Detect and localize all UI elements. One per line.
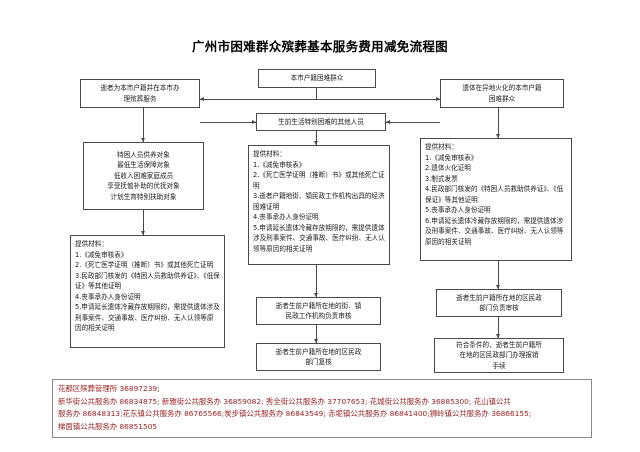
node-right-review: 逝者生前户籍所在地的区民政 部门负责审核 bbox=[436, 289, 562, 317]
node-top-right-line-0: 遗体在异地火化的本市户籍 bbox=[462, 84, 542, 92]
node-right-review-line-1: 部门负责审核 bbox=[479, 304, 519, 312]
page-title: 广州市困难群众殡葬基本服务费用减免流程图 bbox=[191, 39, 448, 54]
footer-contacts: 花都区殡葬管理所 36897239; 新华街公共服务办 86834875; 新雅… bbox=[52, 379, 592, 439]
node-center-recheck-line-1: 部门复核 bbox=[305, 358, 332, 366]
node-top-center-line-0: 本市户籍困难群众 bbox=[290, 74, 344, 83]
node-right-reimburse-line-1: 在地的区民政部门办理报销 bbox=[459, 351, 539, 360]
arrow-topleft-to-categories bbox=[140, 138, 145, 142]
node-center-review-line-0: 逝者生前户籍所在地的街、镇 bbox=[275, 301, 362, 310]
node-left-materials: 提供材料： 1.《减免审核表》 2.《死亡医学证明（推断）书》或其他死亡证明 3… bbox=[70, 235, 225, 348]
node-left-categories-line-3: 享受抚恤补助的优抚对象 bbox=[107, 182, 180, 191]
node-right-materials-heading: 提供材料： bbox=[425, 143, 458, 151]
node-center-materials: 提供材料： 1.《减免审核表》 2.《死亡医学证明（推断）书》或其他死亡证明 3… bbox=[248, 145, 390, 265]
connector-right-materials-to-review bbox=[498, 261, 499, 289]
arrow-other-to-center-materials bbox=[313, 141, 318, 145]
connector-center-review-to-recheck bbox=[316, 325, 317, 343]
connector-center-materials-to-review bbox=[316, 265, 317, 297]
connector-top-bus bbox=[143, 99, 498, 100]
node-center-review: 逝者生前户籍所在地的街、镇 民政工作机构负责审核 bbox=[256, 297, 381, 325]
node-center-recheck-line-0: 逝者生前户籍所在地的区民政 bbox=[275, 347, 362, 356]
connector-topcenter-down bbox=[316, 88, 317, 99]
connector-topright-to-right-materials bbox=[498, 108, 499, 138]
node-center-materials-item-0: 1.《减免审核表》 bbox=[253, 160, 306, 169]
node-right-materials-item-2: 3.制式发票 bbox=[425, 174, 458, 183]
node-center-materials-item-1: 2.《死亡医学证明（推断）书》或其他死亡证明 bbox=[253, 171, 385, 190]
node-center-review-line-1: 民政工作机构负责审核 bbox=[285, 312, 352, 320]
node-center-materials-item-4: 5.申请延长遗体冷藏存放期限的，需提供遗体涉及刑事案件、交通事故、医疗纠纷、无人… bbox=[253, 223, 385, 253]
node-top-right: 遗体在异地火化的本市户籍 困难群众 bbox=[440, 79, 564, 108]
arrow-right-review-to-reimburse bbox=[495, 334, 500, 338]
node-center-materials-heading: 提供材料： bbox=[253, 150, 286, 158]
node-left-materials-heading: 提供材料： bbox=[75, 240, 108, 248]
connector-to-top-right bbox=[400, 99, 440, 100]
node-left-materials-item-3: 4.丧事承办人身份证明 bbox=[75, 292, 141, 301]
node-top-left-line-1: 理殡葬服务 bbox=[123, 94, 157, 103]
arrow-right-materials-to-review bbox=[495, 285, 500, 289]
node-left-materials-item-1: 2.《死亡医学证明（推断）书》或其他死亡证明 bbox=[75, 261, 214, 269]
node-left-categories-line-2: 低收入困难家庭成员 bbox=[113, 171, 174, 180]
connector-other-to-center-materials bbox=[316, 131, 317, 145]
node-left-materials-item-2: 3.民政部门核发的《特困人员救助供养证》、《低保证》等其他证明 bbox=[75, 271, 220, 291]
arrow-center-materials-to-review bbox=[313, 293, 318, 297]
node-top-left: 逝者为本市户籍并在本市办 理殡葬服务 bbox=[80, 79, 200, 108]
arrow-topright-to-right-materials bbox=[495, 134, 500, 138]
footer-line-0: 花都区殡葬管理所 36897239; bbox=[58, 384, 160, 393]
arrow-categories-to-materials bbox=[140, 231, 145, 235]
node-left-categories-line-4: 计划生育特别扶助对象 bbox=[110, 192, 177, 201]
node-right-materials-item-3: 4.民政部门核发的《特困人员救助供养证》、《低保证》等其他证明 bbox=[425, 185, 564, 204]
node-right-reimburse-line-2: 手续 bbox=[492, 361, 506, 370]
node-left-categories-line-1: 最低生活保障对象 bbox=[117, 161, 170, 170]
node-right-reimburse-line-0: 符合条件的，逝者生前户籍所 bbox=[456, 340, 542, 349]
node-center-recheck: 逝者生前户籍所在地的区民政 部门复核 bbox=[256, 343, 381, 371]
connector-right-review-to-reimburse bbox=[498, 317, 499, 338]
node-right-review-line-0: 逝者生前户籍所在地的区民政 bbox=[456, 293, 542, 302]
node-right-materials-item-0: 1.《减免审核表》 bbox=[425, 153, 478, 162]
arrow-center-review-to-recheck bbox=[313, 339, 318, 343]
arrow-left-to-middle-other bbox=[252, 119, 256, 124]
footer-line-1: 新华街公共服务办 86834875; 新雅街公共服务办 36859082; 秀全… bbox=[58, 396, 511, 406]
node-middle-other: 生前生活特别困难的其他人员 bbox=[256, 113, 386, 131]
node-right-materials: 提供材料： 1.《减免审核表》 2.遗体火化证明 3.制式发票 4.民政部门核发… bbox=[420, 138, 572, 261]
node-right-materials-item-4: 5.丧事承办人身份证明 bbox=[425, 206, 491, 214]
connector-to-top-left bbox=[200, 99, 240, 100]
node-right-reimburse: 符合条件的，逝者生前户籍所 在地的区民政部门办理报销 手续 bbox=[434, 338, 564, 373]
node-middle-other-line-0: 生前生活特别困难的其他人员 bbox=[278, 117, 364, 126]
node-top-right-line-1: 困难群众 bbox=[488, 94, 516, 103]
footer-line-3: 梯面镇公共服务办 86851505 bbox=[58, 421, 158, 431]
node-top-left-line-0: 逝者为本市户籍并在本市办 bbox=[100, 84, 180, 92]
node-right-materials-item-1: 2.遗体火化证明 bbox=[425, 164, 471, 172]
connector-topleft-to-categories bbox=[143, 108, 144, 142]
node-left-categories: 特困人员供养对象 最低生活保障对象 低收入困难家庭成员 享受抚恤补助的优抚对象 … bbox=[83, 142, 204, 210]
arrow-to-top-right bbox=[436, 96, 440, 101]
node-left-materials-item-4: 5.申请延长遗体冷藏存放期限的，需提供遗体涉及刑事案件、交通事故、医疗纠纷、无人… bbox=[75, 303, 220, 332]
node-center-materials-item-3: 4.丧事承办人身份证明 bbox=[253, 213, 319, 221]
connector-categories-to-materials bbox=[143, 210, 144, 235]
node-left-materials-item-0: 1.《减免审核表》 bbox=[75, 250, 128, 259]
connector-right-to-middle-other bbox=[386, 122, 440, 123]
footer-line-2: 服务办 86848313;花东镇公共服务办 86765566;炭步镇公共服务办 … bbox=[58, 409, 532, 419]
connector-left-to-middle-other bbox=[200, 122, 256, 123]
node-left-categories-line-0: 特困人员供养对象 bbox=[117, 150, 170, 159]
node-top-center: 本市户籍困难群众 bbox=[258, 69, 376, 88]
node-right-materials-item-5: 6.申请延长遗体冷藏存放期限的，需提供遗体涉及刑事案件、交通事故、医疗纠纷、无人… bbox=[425, 216, 564, 246]
node-center-materials-item-2: 3.逝者户籍地街、镇民政工作机构出具的经济困难证明 bbox=[253, 192, 385, 211]
arrow-right-to-middle-other bbox=[386, 119, 390, 124]
arrow-to-top-left bbox=[200, 96, 204, 101]
